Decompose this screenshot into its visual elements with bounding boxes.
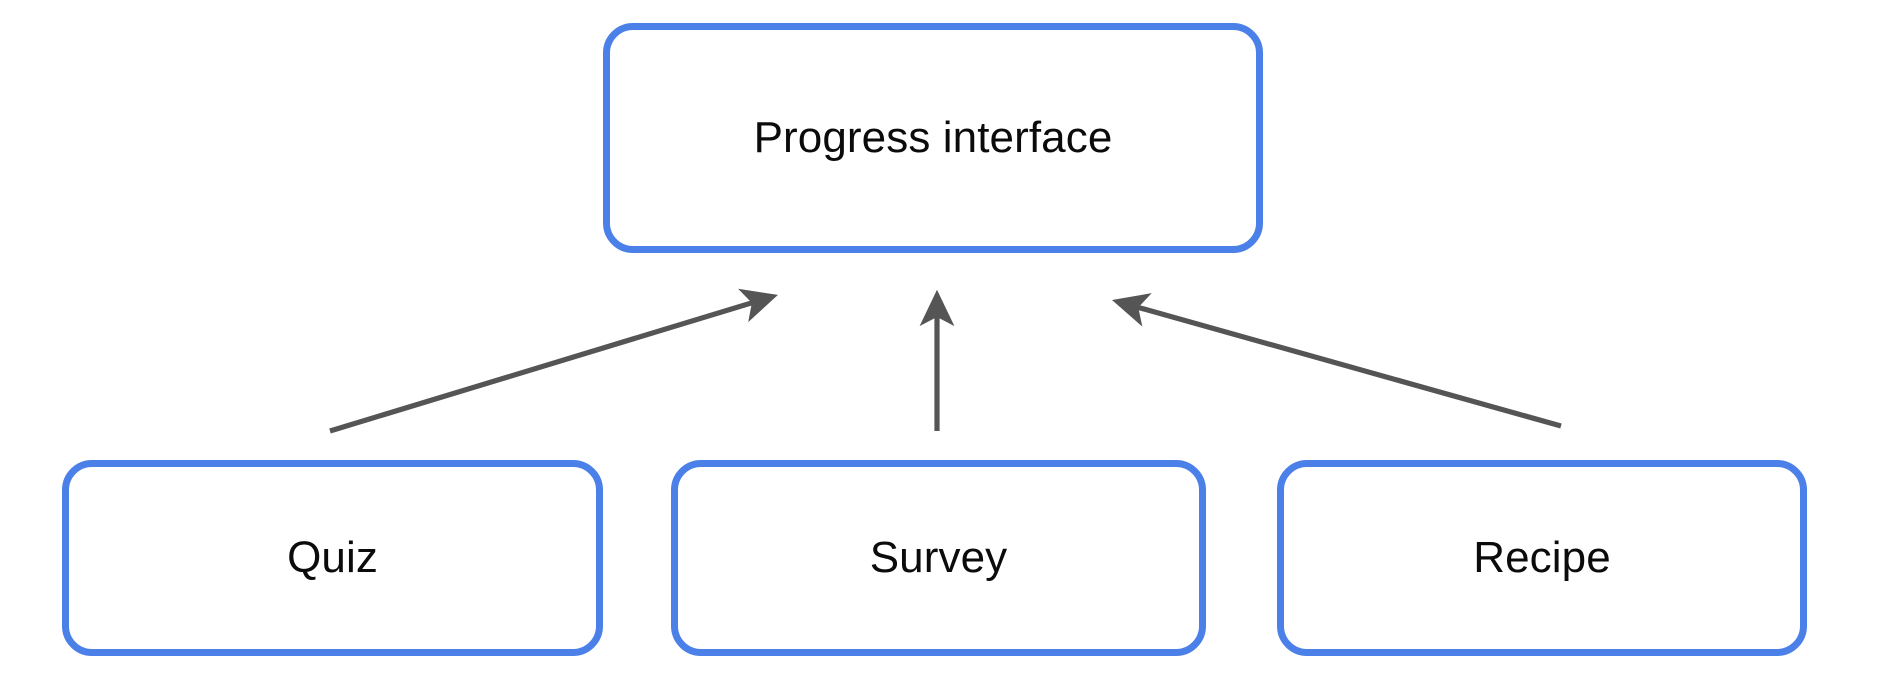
node-quiz[interactable]: Quiz	[62, 460, 603, 656]
node-survey-label: Survey	[869, 533, 1008, 582]
node-recipe-label: Recipe	[1473, 533, 1611, 582]
node-quiz-label: Quiz	[287, 533, 378, 582]
node-progress-interface[interactable]: Progress interface	[603, 23, 1263, 253]
edge-recipe-to-progress-interface	[1111, 293, 1562, 429]
node-survey[interactable]: Survey	[671, 460, 1206, 656]
node-recipe[interactable]: Recipe	[1277, 460, 1807, 656]
edge-quiz-to-progress-interface	[329, 288, 778, 434]
node-progress-interface-label: Progress interface	[753, 113, 1113, 162]
